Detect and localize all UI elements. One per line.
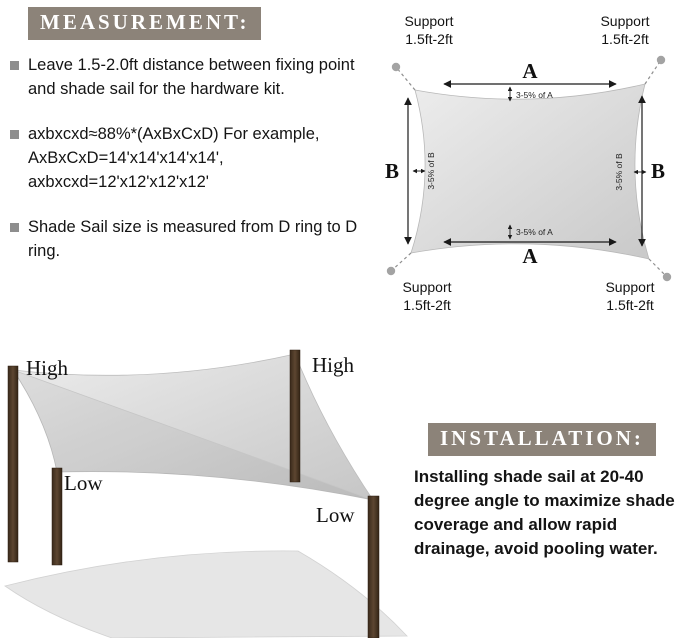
support-label-bottom-right: Support 1.5ft-2ft (605, 279, 654, 313)
bullet-square-icon (10, 61, 19, 70)
support-distance: 1.5ft-2ft (405, 31, 453, 47)
support-word: Support (404, 13, 453, 29)
support-distance: 1.5ft-2ft (601, 31, 649, 47)
support-word: Support (605, 279, 654, 295)
support-anchor-dot (656, 55, 666, 65)
bullet-text: Shade Sail size is measured from D ring … (28, 217, 358, 260)
measurement-title: MEASUREMENT: (40, 10, 250, 34)
support-word: Support (402, 279, 451, 295)
support-anchor-dot (662, 272, 672, 282)
bullet-text: Leave 1.5-2.0ft distance between fixing … (28, 56, 355, 98)
post-left-low (51, 467, 63, 566)
post-middle-high (289, 349, 301, 483)
measurement-diagram: Support 1.5ft-2ft Support 1.5ft-2ft Supp… (385, 13, 672, 313)
measurement-bullet-list: Leave 1.5-2.0ft distance between fixing … (10, 54, 362, 284)
dimension-b-right-label: B (651, 159, 665, 183)
sag-b-left-label: 3-5% of B (426, 152, 436, 190)
high-label-left: High (26, 356, 69, 380)
dimension-b-left-label: B (385, 159, 399, 183)
post-left-high (7, 365, 19, 563)
support-label-top-right: Support 1.5ft-2ft (600, 13, 649, 47)
low-label-left: Low (64, 471, 103, 495)
dimension-a-top-label: A (522, 59, 538, 83)
bullet-text: axbxcxd≈88%*(AxBxCxD) For example, AxBxC… (28, 124, 320, 191)
post-right-low (367, 495, 380, 638)
installation-header: INSTALLATION: (428, 423, 656, 456)
support-label-top-left: Support 1.5ft-2ft (404, 13, 453, 47)
sag-a-top-label: 3-5% of A (516, 90, 553, 100)
bullet-square-icon (10, 129, 19, 139)
measurement-header: MEASUREMENT: (28, 7, 262, 40)
sag-a-bottom-label: 3-5% of A (516, 227, 553, 237)
installation-text: Installing shade sail at 20-40 degree an… (414, 467, 675, 559)
support-distance: 1.5ft-2ft (606, 297, 654, 313)
bullet-item-hardware-distance: Leave 1.5-2.0ft distance between fixing … (10, 54, 362, 102)
bullet-item-dring-measure: Shade Sail size is measured from D ring … (10, 216, 362, 264)
support-anchor-dot (391, 62, 401, 72)
sail-fold-crease (12, 369, 374, 501)
sag-b-right-label: 3-5% of B (614, 153, 624, 191)
support-word: Support (600, 13, 649, 29)
bullet-square-icon (10, 222, 19, 232)
bullet-item-size-formula: axbxcxd≈88%*(AxBxCxD) For example, AxBxC… (10, 123, 362, 195)
lower-shade-sail-shape (4, 550, 408, 638)
dimension-a-bottom-label: A (522, 244, 538, 268)
shade-sail-shape (410, 83, 650, 260)
low-label-right: Low (316, 503, 355, 527)
installation-diagram: High High Low Low (4, 349, 408, 638)
corner-tie-lines (390, 59, 668, 278)
support-label-bottom-left: Support 1.5ft-2ft (402, 279, 451, 313)
high-label-right: High (312, 353, 355, 377)
support-distance: 1.5ft-2ft (403, 297, 451, 313)
support-anchor-dot (386, 266, 396, 276)
installation-title: INSTALLATION: (440, 426, 644, 450)
